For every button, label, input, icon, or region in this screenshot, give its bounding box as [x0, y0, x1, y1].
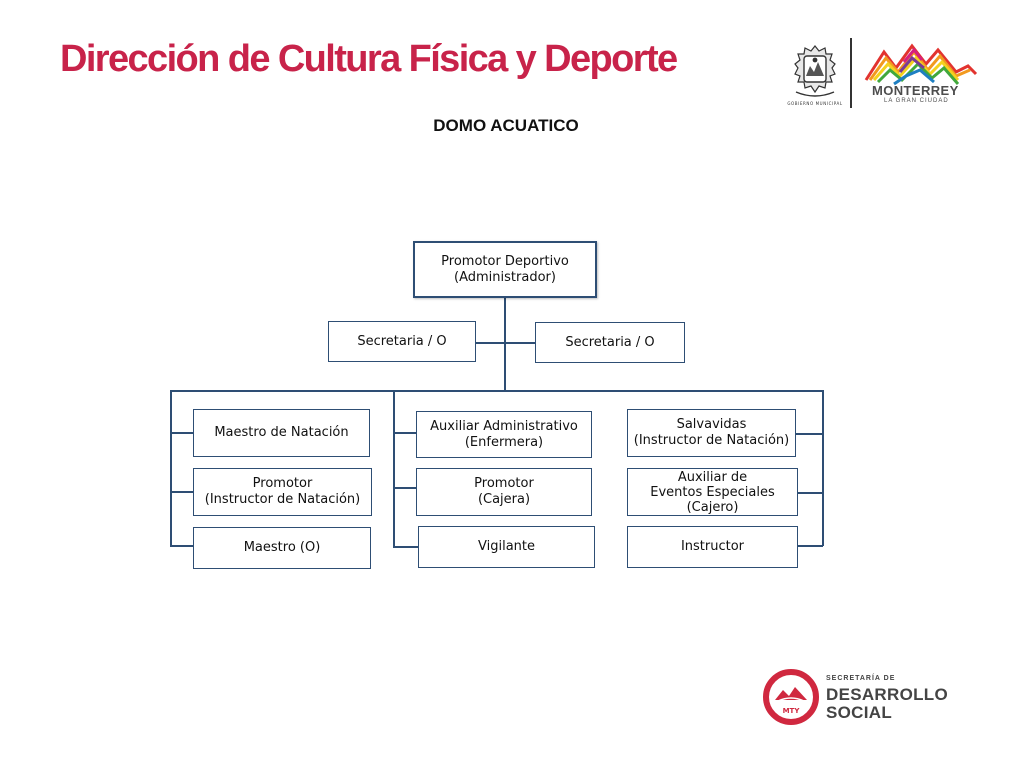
col1-branch	[170, 432, 194, 434]
node-col3-1: Salvavidas (Instructor de Natación)	[627, 409, 796, 457]
staff-node-left: Secretaria / O	[328, 321, 476, 362]
node-col3-3: Instructor	[627, 526, 798, 568]
secretaria-small-label: SECRETARÍA DE	[826, 675, 896, 682]
node-label: Promotor	[252, 476, 313, 491]
node-label: Vigilante	[478, 539, 535, 554]
node-col3-2: Auxiliar de Eventos Especiales (Cajero)	[627, 468, 798, 516]
node-label: Auxiliar Administrativo	[430, 418, 578, 434]
badge-text: MTY	[783, 707, 801, 715]
secretaria-line2: SOCIAL	[826, 703, 893, 722]
col2-rail	[393, 390, 395, 546]
node-label: (Instructor de Natación)	[633, 433, 790, 448]
node-col1-1: Maestro de Natación	[193, 409, 370, 457]
logo-separator	[850, 38, 852, 108]
municipal-seal-logo	[794, 45, 836, 97]
root-node-subtitle: (Administrador)	[454, 269, 556, 285]
node-col2-1: Auxiliar Administrativo (Enfermera)	[416, 411, 592, 458]
trunk-line	[504, 298, 506, 391]
col1-rail	[170, 390, 172, 545]
staff-node-label: Secretaria / O	[565, 334, 655, 350]
node-col1-2: Promotor (Instructor de Natación)	[193, 468, 372, 516]
node-label: (Instructor de Natación)	[204, 492, 361, 507]
seal-caption: GOBIERNO MUNICIPAL	[787, 101, 843, 106]
col3-rail	[822, 390, 824, 546]
node-col1-3: Maestro (O)	[193, 527, 371, 569]
staff-node-right: Secretaria / O	[535, 322, 685, 363]
col2-branch	[393, 432, 418, 434]
node-label: (Cajera)	[477, 492, 531, 507]
col2-branch	[393, 546, 418, 548]
col2-branch	[393, 487, 418, 489]
node-label: Promotor	[474, 476, 534, 491]
city-name: MONTERREY	[872, 83, 959, 98]
node-label: Eventos Especiales	[650, 484, 775, 500]
col3-branch	[796, 433, 823, 435]
node-col2-2: Promotor (Cajera)	[416, 468, 592, 516]
secretaria-line1: DESARROLLO	[826, 685, 948, 704]
monterrey-logo-icon	[864, 43, 978, 86]
col3-branch	[798, 492, 823, 494]
node-label: Maestro de Natación	[214, 425, 349, 440]
desarrollo-social-logo-icon: MTY	[763, 669, 819, 725]
bus-line	[170, 390, 824, 392]
node-col2-3: Vigilante	[418, 526, 595, 568]
root-node-title: Promotor Deportivo	[441, 253, 569, 269]
root-node: Promotor Deportivo (Administrador)	[413, 241, 597, 298]
col1-branch	[170, 491, 194, 493]
node-label: (Enfermera)	[464, 434, 544, 450]
city-tagline: LA GRAN CIUDAD	[884, 98, 949, 104]
staff-node-label: Secretaria / O	[357, 333, 447, 349]
node-label: Instructor	[680, 539, 745, 554]
page-title: Dirección de Cultura Física y Deporte	[60, 38, 678, 80]
staff-connector-line	[476, 342, 536, 344]
chart-subtitle: DOMO ACUATICO	[433, 116, 579, 135]
node-label: (Cajero)	[686, 499, 739, 515]
col3-branch	[798, 545, 823, 547]
col1-branch	[170, 545, 194, 547]
node-label: Salvavidas	[676, 417, 747, 432]
node-label: Maestro (O)	[243, 540, 321, 555]
node-label: Auxiliar de	[677, 469, 748, 485]
